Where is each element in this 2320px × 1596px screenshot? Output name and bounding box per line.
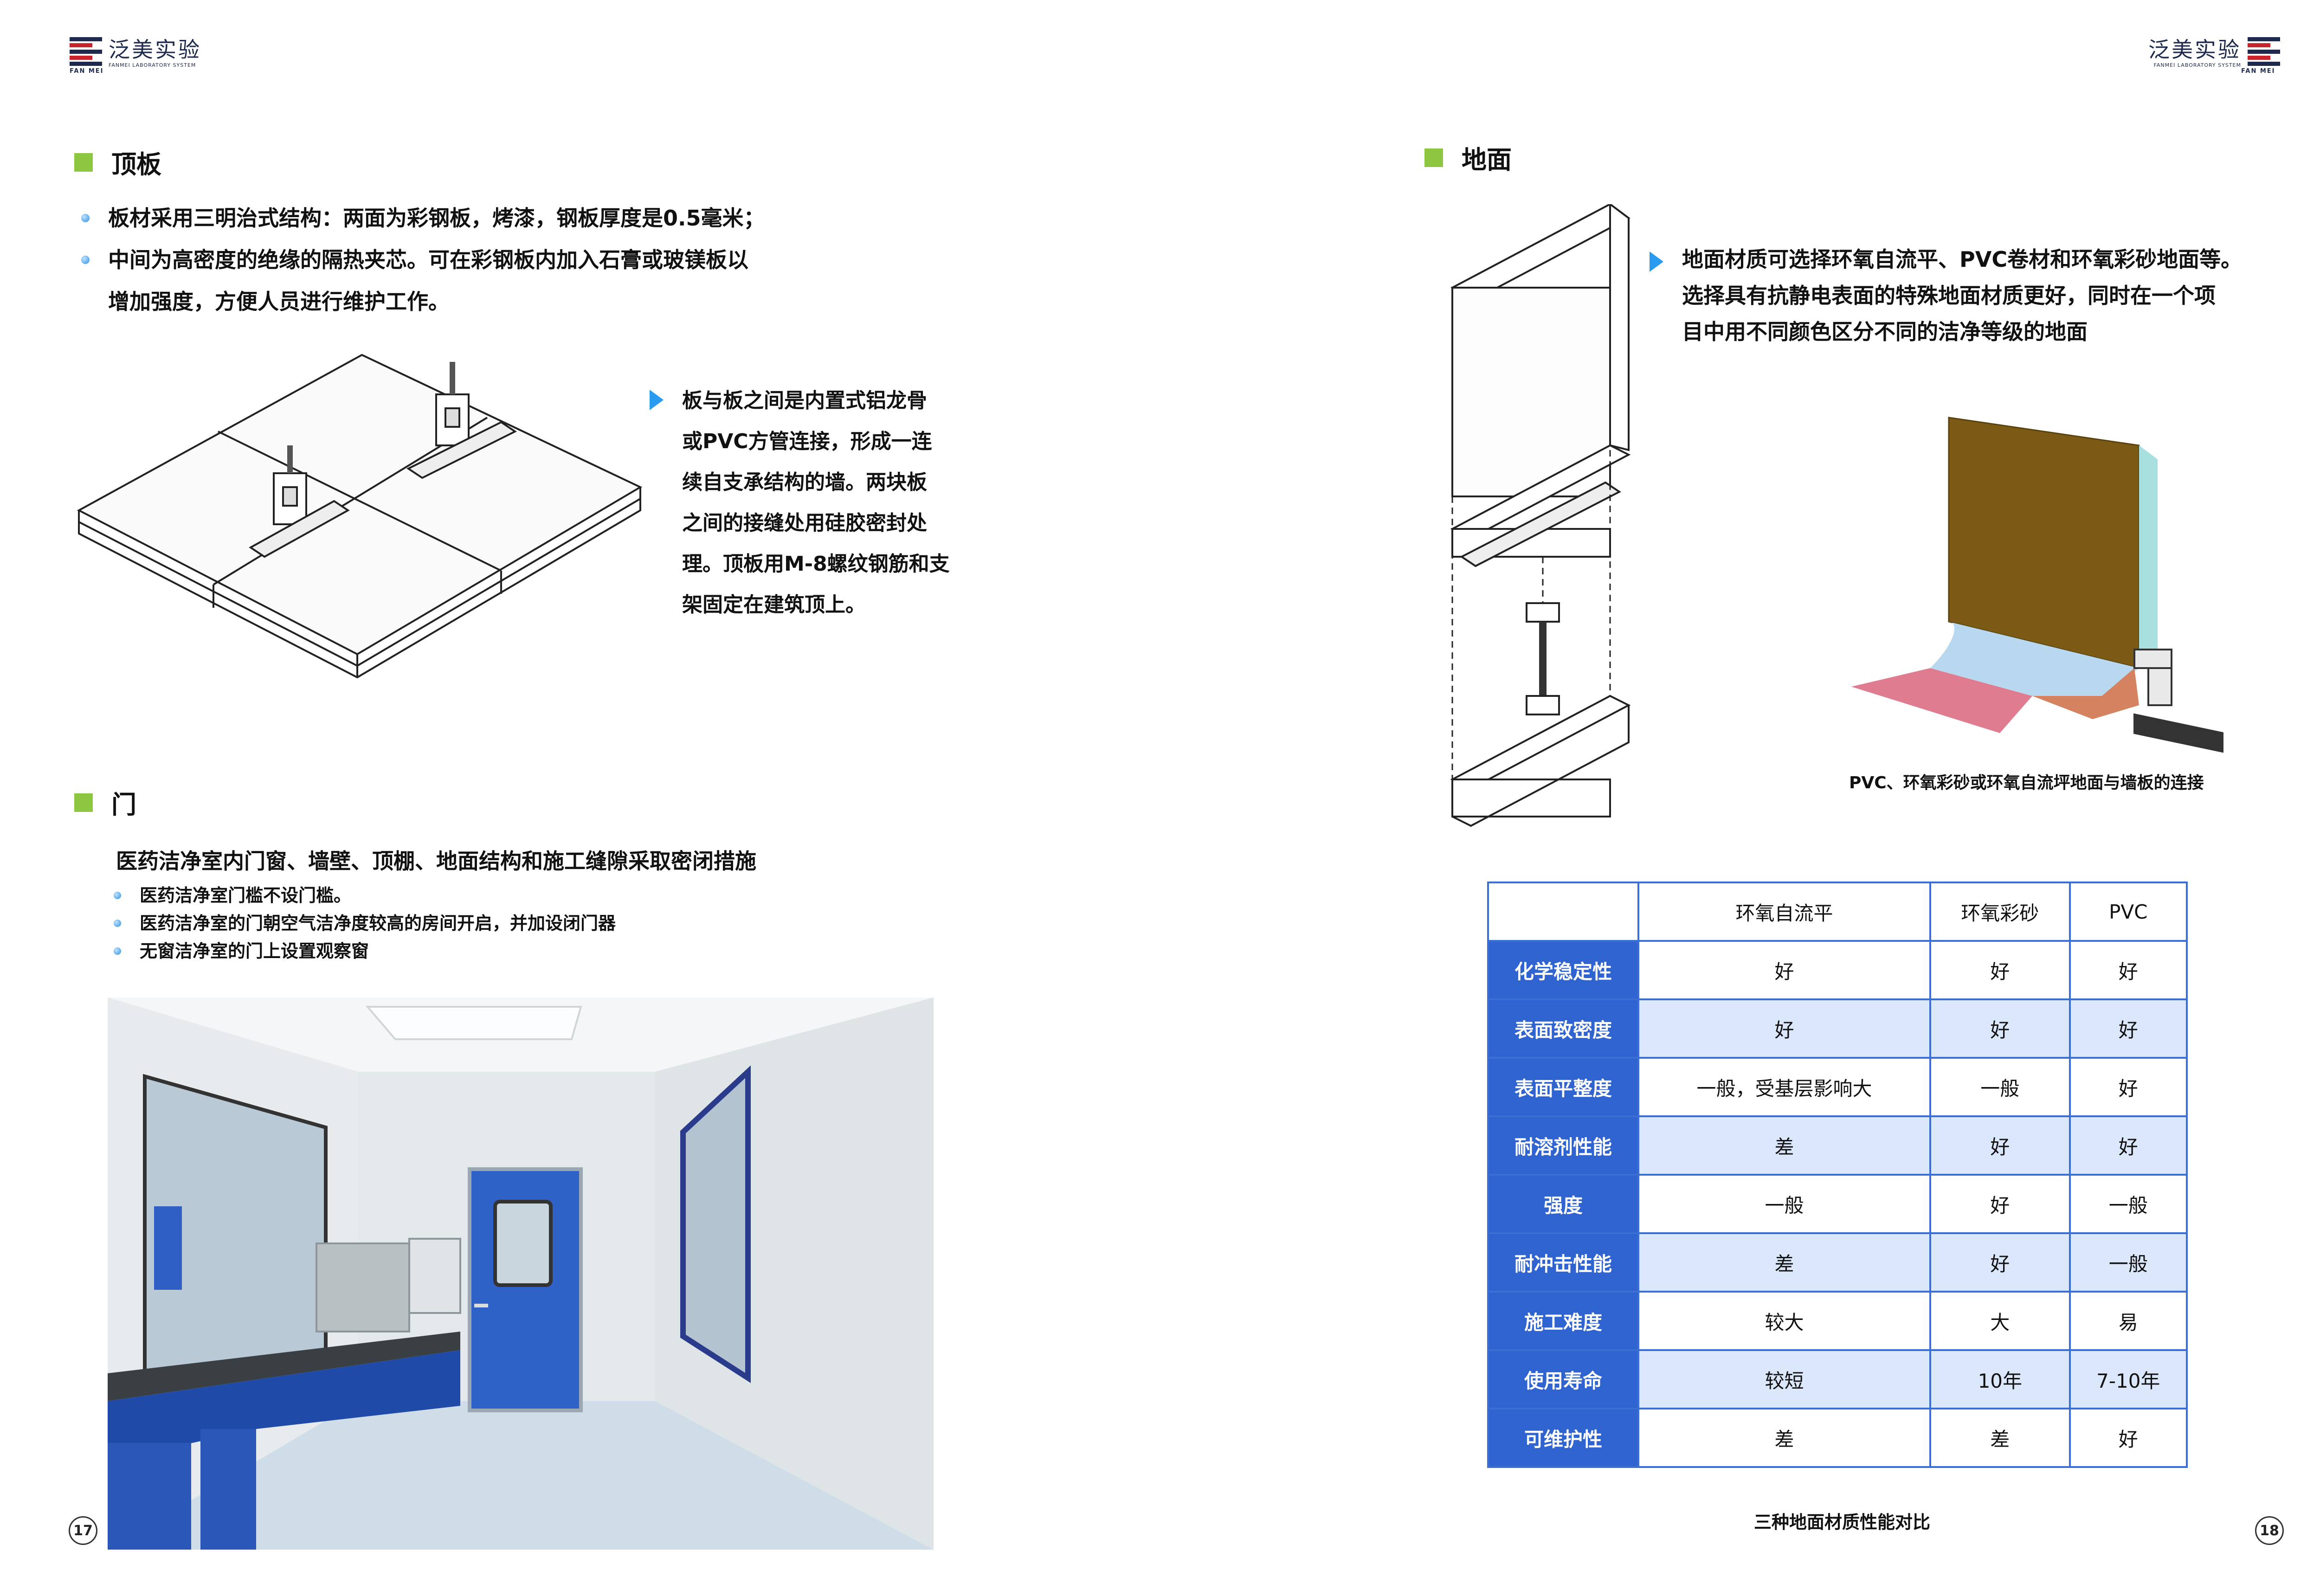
table-row: 耐冲击性能 差 好 一般: [1487, 1232, 2188, 1293]
table-cell: 好: [2069, 1408, 2188, 1468]
wall-panel-exploded-diagram: [1450, 204, 1631, 827]
ceiling-note: 板与板之间是内置式铝龙骨 或PVC方管连接，形成一连 续自支承结构的墙。两块板 …: [650, 380, 950, 625]
table-cell: 一般，受基层影响大: [1637, 1057, 1932, 1117]
list-item: 无窗洁净室的门上设置观察窗: [114, 937, 616, 965]
table-cell: 一般: [1929, 1057, 2071, 1117]
section-marker-icon: [74, 153, 93, 172]
brand-logo-left: 泛美实验 FANMEI LABORATORY SYSTEM: [70, 37, 201, 68]
table-row: 化学稳定性 好 好 好: [1487, 940, 2188, 1000]
table-row: 施工难度 较大 大 易: [1487, 1291, 2188, 1351]
table-row: 表面平整度 一般，受基层影响大 一般 好: [1487, 1057, 2188, 1117]
row-header: 耐溶剂性能: [1487, 1115, 1639, 1176]
triangle-pointer-icon: [650, 390, 664, 410]
table-cell: 好: [2069, 998, 2188, 1059]
brand-name: 泛美实验: [2148, 37, 2241, 62]
table-caption: 三种地面材质性能对比: [1754, 1512, 1931, 1532]
table-cell: 好: [1929, 1174, 2071, 1234]
bullet-dot-icon: [114, 947, 121, 955]
row-header: 可维护性: [1487, 1408, 1639, 1468]
table-cell: 好: [2069, 1115, 2188, 1176]
row-header: 使用寿命: [1487, 1349, 1639, 1409]
brand-name: 泛美实验: [109, 37, 201, 62]
floor-figure-caption: PVC、环氧彩砂或环氧自流坪地面与墙板的连接: [1849, 773, 2204, 792]
table-cell: 差: [1637, 1232, 1932, 1293]
table-cell: 一般: [2069, 1232, 2188, 1293]
list-item: 医药洁净室门槛不设门槛。: [114, 882, 616, 909]
table-cell: 好: [1637, 940, 1932, 1000]
table-row: 使用寿命 较短 10年 7-10年: [1487, 1349, 2188, 1409]
door-lead: 医药洁净室内门窗、墙壁、顶棚、地面结构和施工缝隙采取密闭措施: [116, 849, 756, 874]
brand-mark-text: FAN MEI: [70, 68, 104, 75]
section-marker-icon: [1424, 148, 1443, 167]
table-corner-cell: [1487, 882, 1639, 942]
table-cell: 较短: [1637, 1349, 1932, 1409]
bullet-item: 板材采用三明治式结构：两面为彩钢板，烤漆，钢板厚度是0.5毫米；: [81, 197, 765, 239]
table-cell: 好: [1637, 998, 1932, 1059]
row-header: 表面平整度: [1487, 1057, 1639, 1117]
brand-mark-icon: [2248, 37, 2280, 66]
ceiling-bullets: 板材采用三明治式结构：两面为彩钢板，烤漆，钢板厚度是0.5毫米； 中间为高密度的…: [81, 197, 765, 322]
section-title-ceiling: 顶板: [74, 144, 161, 180]
table-cell: 差: [1637, 1408, 1932, 1468]
section-title-floor: 地面: [1424, 139, 1512, 176]
bullet-dot-icon: [81, 256, 90, 264]
table-cell: 一般: [1637, 1174, 1932, 1234]
bullet-item: 中间为高密度的绝缘的隔热夹芯。可在彩钢板内加入石膏或玻镁板以: [81, 239, 765, 281]
bullet-dot-icon: [114, 892, 121, 899]
table-cell: 差: [1637, 1115, 1932, 1176]
floor-wall-connection-diagram: [1851, 417, 2223, 753]
table-header-row: 环氧自流平 环氧彩砂 PVC: [1487, 882, 2188, 942]
cleanroom-photo: [108, 998, 934, 1550]
section-title-door: 门: [74, 784, 136, 821]
floor-description: 地面材质可选择环氧自流平、PVC卷材和环氧彩砂地面等。 选择具有抗静电表面的特殊…: [1650, 241, 2242, 350]
page-number-right: 18: [2255, 1516, 2284, 1545]
table-cell: 好: [1929, 940, 2071, 1000]
ceiling-panel-diagram: [77, 354, 643, 679]
brand-mark-icon: [70, 37, 102, 66]
table-cell: 差: [1929, 1408, 2071, 1468]
triangle-pointer-icon: [1650, 251, 1663, 272]
table-row: 表面致密度 好 好 好: [1487, 998, 2188, 1059]
table-row: 耐溶剂性能 差 好 好: [1487, 1115, 2188, 1176]
bullet-dot-icon: [81, 214, 90, 222]
column-header: 环氧彩砂: [1929, 882, 2071, 942]
row-header: 表面致密度: [1487, 998, 1639, 1059]
table-cell: 较大: [1637, 1291, 1932, 1351]
table-cell: 易: [2069, 1291, 2188, 1351]
column-header: PVC: [2069, 882, 2188, 942]
section-marker-icon: [74, 793, 93, 812]
section-title-text: 门: [111, 790, 136, 819]
table-cell: 好: [2069, 940, 2188, 1000]
brand-mark-text: FAN MEI: [2241, 68, 2275, 75]
row-header: 耐冲击性能: [1487, 1232, 1639, 1293]
brand-logo-right: 泛美实验 FANMEI LABORATORY SYSTEM: [2148, 37, 2280, 68]
table-cell: 好: [2069, 1057, 2188, 1117]
section-title-text: 地面: [1462, 145, 1512, 174]
floor-material-comparison-table: 环氧自流平 环氧彩砂 PVC 化学稳定性 好 好 好 表面致密度 好 好 好 表…: [1487, 882, 2188, 1468]
table-row: 可维护性 差 差 好: [1487, 1408, 2188, 1468]
brand-name-en: FANMEI LABORATORY SYSTEM: [109, 62, 196, 68]
bullet-item-continuation: 增加强度，方便人员进行维护工作。: [108, 289, 450, 314]
door-list: 医药洁净室门槛不设门槛。 医药洁净室的门朝空气洁净度较高的房间开启，并加设闭门器…: [114, 882, 616, 965]
table-cell: 10年: [1929, 1349, 2071, 1409]
row-header: 化学稳定性: [1487, 940, 1639, 1000]
table-cell: 好: [1929, 1115, 2071, 1176]
column-header: 环氧自流平: [1637, 882, 1932, 942]
table-cell: 一般: [2069, 1174, 2188, 1234]
brand-name-en: FANMEI LABORATORY SYSTEM: [2153, 62, 2241, 68]
table-cell: 好: [1929, 1232, 2071, 1293]
table-cell: 好: [1929, 998, 2071, 1059]
page-number-left: 17: [69, 1516, 97, 1545]
bullet-dot-icon: [114, 920, 121, 927]
table-row: 强度 一般 好 一般: [1487, 1174, 2188, 1234]
row-header: 施工难度: [1487, 1291, 1639, 1351]
row-header: 强度: [1487, 1174, 1639, 1234]
table-cell: 7-10年: [2069, 1349, 2188, 1409]
table-cell: 大: [1929, 1291, 2071, 1351]
list-item: 医药洁净室的门朝空气洁净度较高的房间开启，并加设闭门器: [114, 909, 616, 937]
section-title-text: 顶板: [111, 150, 161, 179]
